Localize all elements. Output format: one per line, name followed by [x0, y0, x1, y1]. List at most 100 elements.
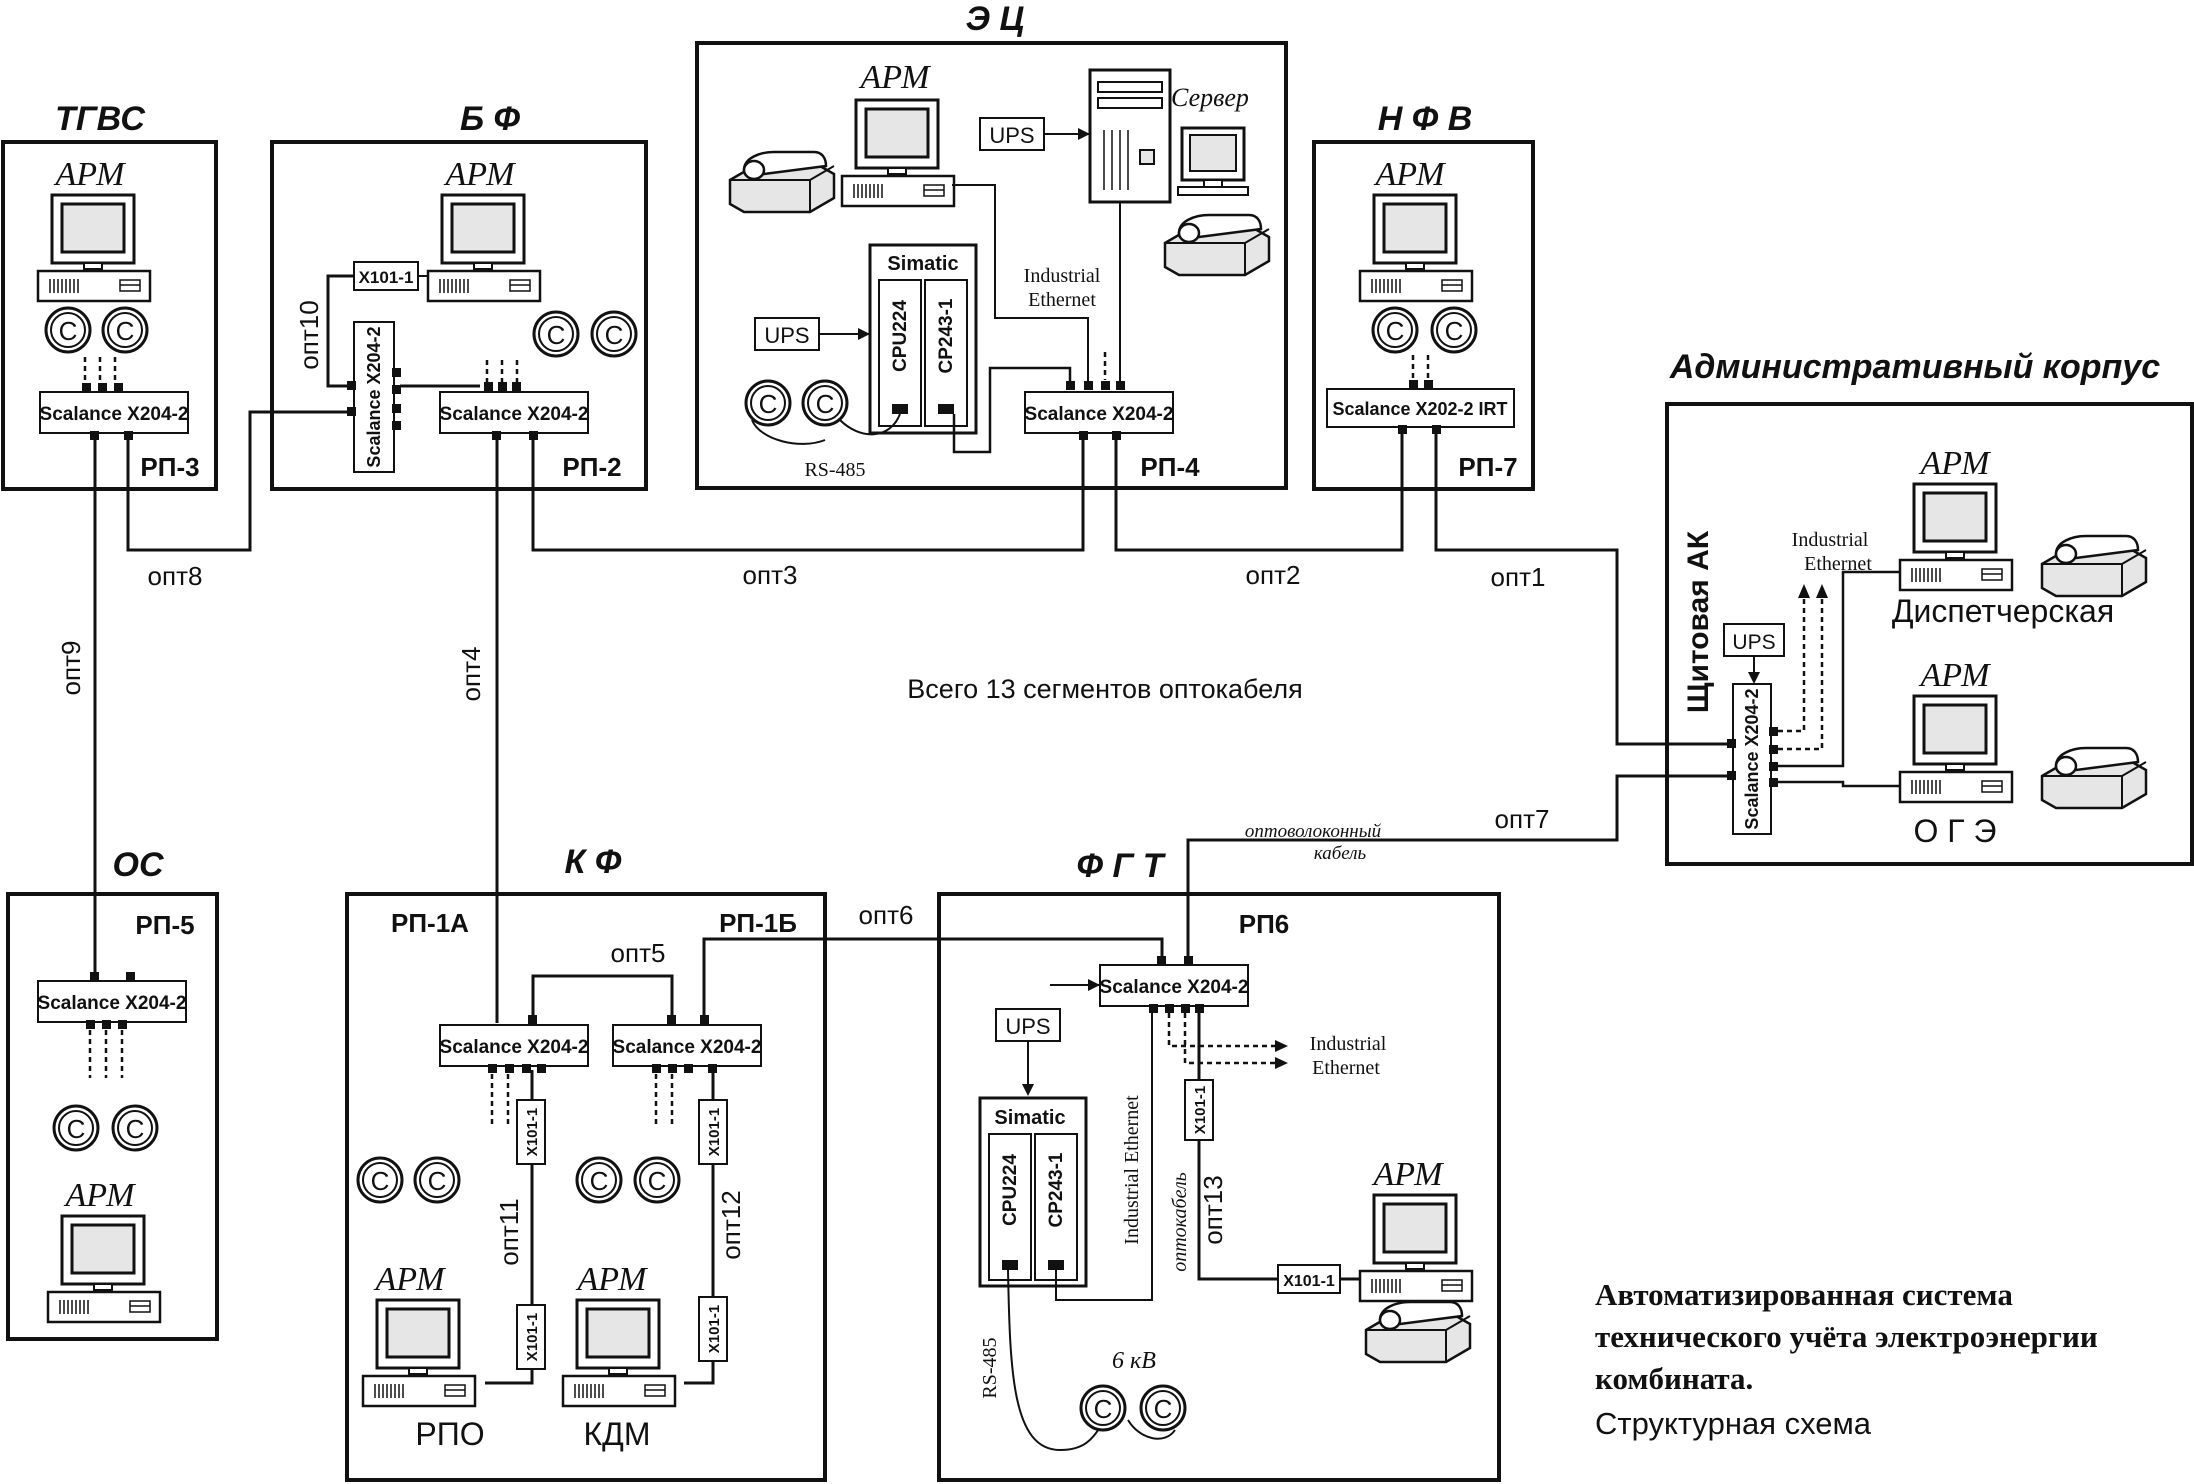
meter-icon [532, 310, 580, 358]
link-opt10 [326, 274, 355, 388]
server-label: Сервер [1171, 83, 1249, 112]
ec-arm-label: АРМ [858, 59, 931, 96]
meter-icon [1430, 306, 1478, 354]
switch-label: Scalance X204-2 [38, 993, 187, 1014]
bf-rp: РП-2 [562, 452, 621, 482]
printer-icon [2040, 746, 2148, 810]
switch-box [1099, 964, 1249, 1007]
link-label-opt1: опт1 [1491, 562, 1546, 592]
x101-label: X101-1 [706, 1108, 723, 1156]
ups-label: UPS [1005, 1014, 1050, 1039]
x101-label: X101-1 [706, 1305, 723, 1353]
kf-title: К Ф [565, 843, 622, 881]
switch-box [1326, 388, 1515, 428]
printer-icon [1163, 213, 1271, 277]
optocable-vertical: оптокабель [1169, 1172, 1191, 1272]
link-opt6 [702, 937, 1164, 1023]
meter-icon [52, 1104, 100, 1152]
switch-label-vertical: Scalance X204-2 [1742, 688, 1762, 829]
simatic-label: Simatic [887, 253, 958, 275]
fgt-title: Ф Г Т [1076, 847, 1166, 885]
block-nfv [1312, 140, 1535, 491]
kf-rp-b: РП-1Б [719, 908, 797, 938]
printer-icon [2040, 534, 2148, 598]
computer-icon [1898, 482, 2014, 592]
caption-title: Автоматизированная система технического … [1595, 1277, 2105, 1396]
bf-arm-label: АРМ [443, 156, 516, 193]
switch-box [439, 391, 589, 434]
ups-label: UPS [989, 123, 1034, 148]
link-label-opt3: опт3 [743, 560, 798, 590]
meter-label: С [371, 1166, 390, 1196]
ak-arm2-label: АРМ [1918, 657, 1991, 694]
meter-label: С [1094, 1394, 1113, 1424]
computer-icon [1358, 1193, 1474, 1303]
meter-icon [590, 310, 638, 358]
ak-panel-label: Щитовая АК [1682, 530, 1715, 713]
link-opt12c [684, 1352, 715, 1385]
switch-label: Scalance X204-2 [440, 1037, 589, 1058]
meter-label: С [605, 320, 624, 350]
switch-label: Scalance X204-2 [440, 404, 589, 425]
switch-label-vertical: Scalance X204-2 [364, 326, 384, 467]
switch-box [353, 321, 395, 473]
ak-arm1-label: АРМ [1918, 445, 1991, 482]
cp-label: CP243-1 [936, 298, 957, 373]
meter-icon [101, 306, 149, 354]
link-label-opt10: опт10 [294, 300, 324, 369]
link-label-opt11: опт11 [494, 1198, 524, 1265]
fgt-rp: РП6 [1239, 909, 1290, 939]
link-opt7 [1186, 774, 1737, 963]
computer-icon [426, 193, 542, 303]
x101-label: X101-1 [359, 268, 414, 287]
meter-label: С [648, 1166, 667, 1196]
ups-label: UPS [1732, 631, 1775, 654]
link-opt1 [1434, 427, 1737, 746]
link-opt5 [531, 974, 674, 1023]
block-bf [270, 140, 648, 491]
meter-icon [1079, 1384, 1127, 1432]
cpu-label: CPU224 [890, 300, 911, 372]
meter-label: С [428, 1166, 447, 1196]
switch-label: Scalance X204-2 [40, 404, 189, 425]
computer-icon [46, 1214, 162, 1324]
meter-icon [413, 1156, 461, 1204]
ak-title: Административный корпус [1669, 348, 2160, 386]
nfv-arm-label: АРМ [1373, 156, 1446, 193]
computer-icon [1358, 193, 1474, 303]
block-os [6, 892, 219, 1341]
printer-icon [728, 150, 836, 214]
meter-icon [44, 306, 92, 354]
link-opt13b [1197, 1140, 1278, 1281]
link-label-opt2: опт2 [1246, 560, 1301, 590]
block-kf [345, 892, 827, 1482]
industrial-ethernet-vertical: Industrial Ethernet [1121, 1095, 1143, 1245]
printer-icon [1364, 1300, 1472, 1364]
meter-icon [1371, 306, 1419, 354]
simatic-label: Simatic [994, 1107, 1065, 1129]
ak-room1-label: Диспетчерская [1892, 593, 2114, 629]
kf-arm2-label: АРМ [575, 1261, 648, 1298]
monitor-icon [1177, 126, 1249, 196]
fiber-links [93, 274, 1737, 1385]
link-label-opt8: опт8 [148, 561, 203, 591]
bf-title: Б Ф [460, 100, 521, 138]
link-label-opt5: опт5 [611, 938, 666, 968]
meter-label: С [116, 316, 135, 346]
switch-box [37, 980, 187, 1023]
meter-icon [1139, 1384, 1187, 1432]
computer-icon [840, 98, 956, 208]
x101-label: X101-1 [524, 1108, 541, 1156]
meter-label: С [547, 320, 566, 350]
meter-label: С [816, 389, 835, 419]
kf-arm1-label: АРМ [373, 1261, 446, 1298]
switch-box [1024, 391, 1174, 434]
switch-label: Scalance X204-2 [1100, 977, 1249, 998]
block-fgt [937, 892, 1501, 1482]
ec-rp: РП-4 [1140, 452, 1200, 482]
block-ak [1665, 402, 2194, 866]
x101-label: X101-1 [1283, 1273, 1335, 1290]
meter-label: С [1445, 316, 1464, 346]
